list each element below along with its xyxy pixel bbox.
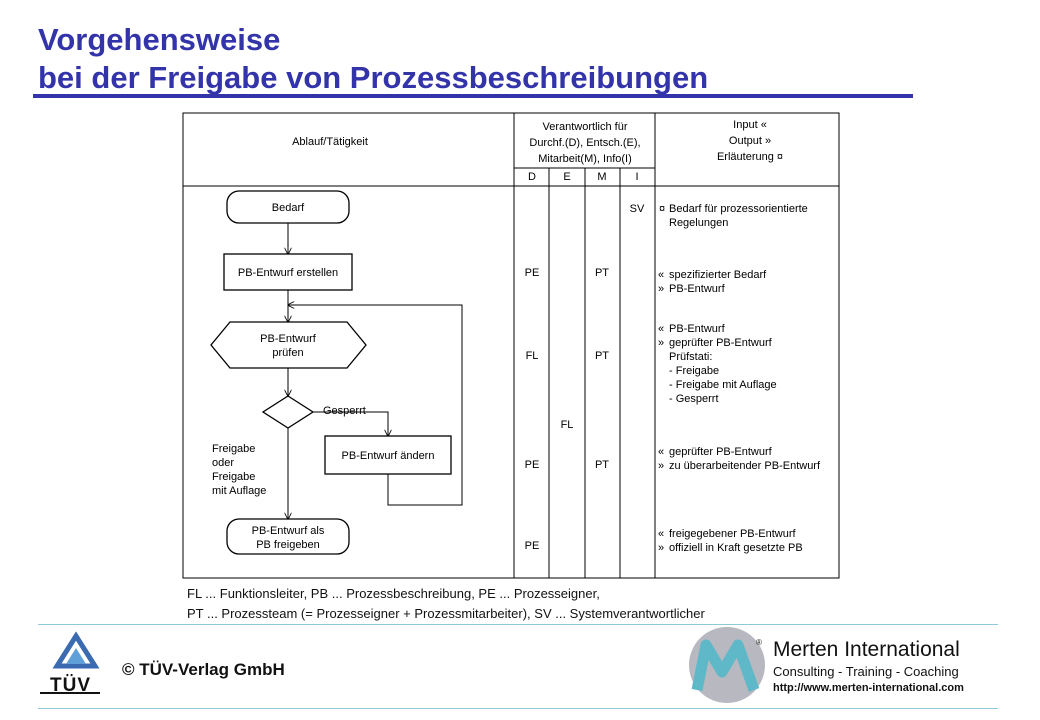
expl3-line6: - Gesperrt	[669, 393, 719, 405]
freigabe-label-1: Freigabe	[212, 443, 255, 455]
col2-sub-i: I	[635, 171, 638, 183]
col2-sub-e: E	[563, 171, 570, 183]
resp-row1-i: SV	[630, 203, 645, 215]
freigeben-label-1: PB-Entwurf als	[252, 525, 325, 537]
expl1-symbol: ¤	[659, 203, 665, 215]
expl2-line1: spezifizierter Bedarf	[669, 269, 767, 281]
pruefen-label-2: prüfen	[272, 347, 303, 359]
expl5-line2: offiziell in Kraft gesetzte PB	[669, 542, 803, 554]
merten-logo-icon	[689, 627, 765, 703]
col3-header-2: Output »	[729, 135, 771, 147]
expl4-line1: geprüfter PB-Entwurf	[669, 446, 773, 458]
table-frame	[182, 112, 840, 579]
title-underline	[33, 94, 913, 98]
expl3-sym2: »	[658, 337, 664, 349]
company-name: Merten International	[773, 638, 960, 661]
resp-row2-m: PT	[595, 267, 609, 279]
col2-header-3: Mitarbeit(M), Info(I)	[538, 153, 632, 165]
col3-header-3: Erläuterung ¤	[717, 151, 783, 163]
col2-header-2: Durchf.(D), Entsch.(E),	[529, 137, 640, 149]
gesperrt-label: Gesperrt	[323, 405, 366, 417]
entwurf-erstellen-shape	[223, 253, 353, 291]
tuv-label: TÜV	[50, 675, 91, 696]
expl4-sym2: »	[658, 460, 664, 472]
footer-bottom-divider	[38, 708, 998, 709]
resp-row5-m: PT	[595, 459, 609, 471]
entwurf-erstellen-label: PB-Entwurf erstellen	[238, 267, 338, 279]
page-title-line2: bei der Freigabe von Prozessbeschreibung…	[38, 60, 709, 95]
freigabe-label-4: mit Auflage	[212, 485, 266, 497]
col2-sub-m: M	[597, 171, 606, 183]
col2-sub-d: D	[528, 171, 536, 183]
expl2-sym2: »	[658, 283, 664, 295]
expl4-sym1: «	[658, 446, 664, 458]
resp-row4-e: FL	[561, 419, 574, 431]
loop-aendern-pruefen	[288, 305, 463, 506]
pruefen-label-1: PB-Entwurf	[260, 333, 317, 345]
resp-row3-d: FL	[526, 350, 539, 362]
expl5-sym1: «	[658, 528, 664, 540]
freigabe-label-2: oder	[212, 457, 234, 469]
expl3-line2: geprüfter PB-Entwurf	[669, 337, 773, 349]
legend-line2: PT ... Prozessteam (= Prozesseigner + Pr…	[187, 606, 705, 621]
expl2-line2: PB-Entwurf	[669, 283, 726, 295]
registered-mark: ®	[756, 638, 762, 647]
expl3-line1: PB-Entwurf	[669, 323, 726, 335]
company-tagline: Consulting - Training - Coaching	[773, 664, 959, 679]
copyright-text: © TÜV-Verlag GmbH	[122, 660, 285, 679]
bedarf-label: Bedarf	[272, 202, 305, 214]
pruefen-shape	[210, 321, 367, 369]
col1-header: Ablauf/Tätigkeit	[292, 136, 368, 148]
freigeben-label-2: PB freigeben	[256, 539, 320, 551]
tuv-logo-icon	[40, 631, 100, 694]
resp-row6-d: PE	[525, 540, 540, 552]
col3-header-1: Input «	[733, 119, 767, 131]
expl1-line1: Bedarf für prozessorientierte	[669, 203, 808, 215]
expl3-line4: - Freigabe	[669, 365, 719, 377]
expl2-sym1: «	[658, 269, 664, 281]
expl5-sym2: »	[658, 542, 664, 554]
arrow-gesperrt	[313, 411, 388, 436]
decision-diamond	[261, 395, 315, 429]
legend-line1: FL ... Funktionsleiter, PB ... Prozessbe…	[187, 586, 600, 601]
expl4-line2: zu überarbeitender PB-Entwurf	[669, 460, 821, 472]
expl3-line3: Prüfstati:	[669, 351, 712, 363]
page-title-line1: Vorgehensweise	[38, 22, 281, 57]
resp-row3-m: PT	[595, 350, 609, 362]
resp-row2-d: PE	[525, 267, 540, 279]
footer-top-divider	[38, 624, 998, 625]
expl3-line5: - Freigabe mit Auflage	[669, 379, 777, 391]
aendern-label: PB-Entwurf ändern	[342, 450, 435, 462]
col2-header-1: Verantwortlich für	[543, 121, 628, 133]
company-url: http://www.merten-international.com	[773, 682, 964, 694]
expl5-line1: freigegebener PB-Entwurf	[669, 528, 797, 540]
expl3-sym1: «	[658, 323, 664, 335]
expl1-line2: Regelungen	[669, 217, 728, 229]
resp-row5-d: PE	[525, 459, 540, 471]
freigabe-label-3: Freigabe	[212, 471, 255, 483]
